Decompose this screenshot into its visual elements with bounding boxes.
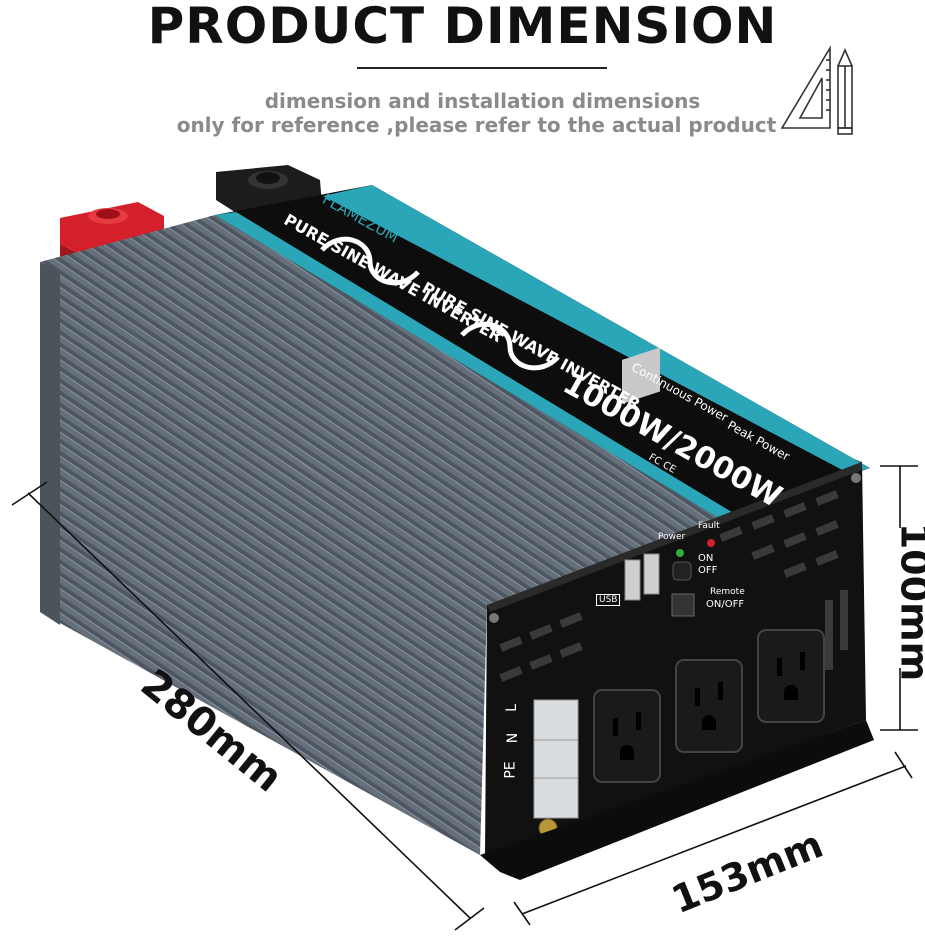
usb-label: USB (596, 594, 621, 606)
ac-outlet-2 (675, 659, 743, 753)
power-led (676, 549, 684, 557)
title-underline (357, 67, 607, 69)
dimension-lines (11, 465, 918, 931)
front-panel (485, 462, 866, 855)
inverter-side-fins (40, 262, 487, 855)
inverter-top-fins (40, 215, 862, 605)
usb-ports (622, 347, 660, 404)
ac-outlets (593, 629, 825, 783)
usb-port-1 (624, 559, 641, 601)
remote-port[interactable] (671, 593, 695, 617)
remote-onoff-label: ON/OFF (706, 599, 745, 610)
remote-label: Remote (710, 587, 745, 597)
label-stripe-bottom (215, 212, 735, 520)
height-dimension-label: 100mm (892, 522, 925, 682)
label-band (215, 185, 870, 520)
subtitle-line-2: only for reference ,please refer to the … (176, 113, 777, 137)
page-title: PRODUCT DIMENSION (147, 0, 778, 55)
ac-outlet-3 (757, 629, 825, 723)
subtitle-line-1: dimension and installation dimensions (264, 89, 701, 113)
usb-port-2 (643, 553, 660, 595)
fault-led-label: Fault (698, 521, 720, 531)
label-stripe-top (323, 185, 870, 474)
terminal-pe-label: PE (502, 761, 519, 779)
hardwire-terminal-block (533, 699, 579, 819)
power-switch[interactable] (672, 561, 692, 581)
ac-outlet-1 (593, 689, 661, 783)
terminal-n-label: N (505, 732, 522, 744)
terminal-l-label: L (503, 704, 520, 712)
fault-led (707, 539, 715, 547)
mounting-bracket (480, 720, 874, 880)
switch-on-label: ON (698, 553, 714, 564)
switch-off-label: OFF (698, 565, 718, 576)
front-vents (499, 490, 848, 682)
power-led-label: Power (658, 532, 686, 542)
